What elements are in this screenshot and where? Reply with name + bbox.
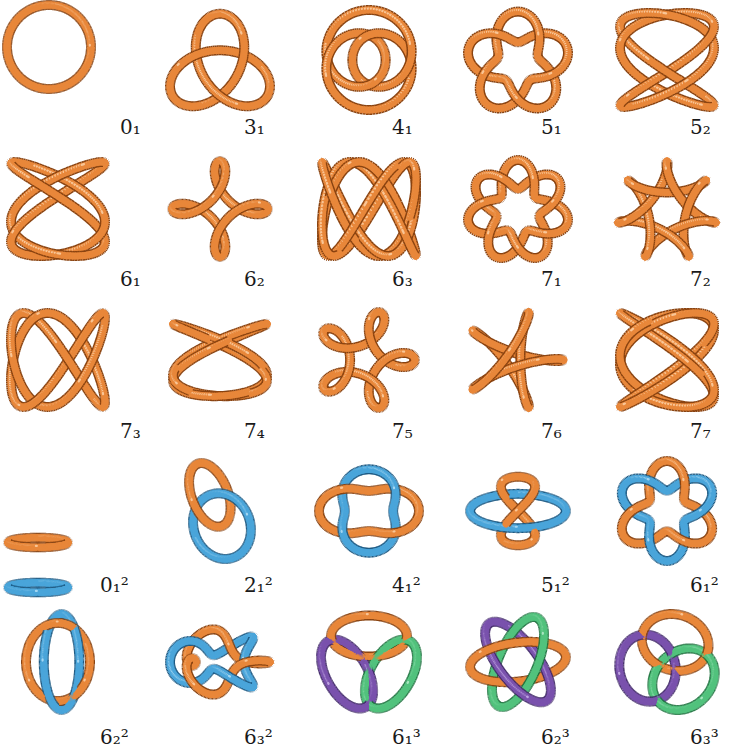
knot-table: 0₁3₁4₁5₁5₂6₁6₂6₃7₁7₂7₃7₄7₅7₆7₇0₁²2₁²4₁²5… <box>0 0 743 756</box>
